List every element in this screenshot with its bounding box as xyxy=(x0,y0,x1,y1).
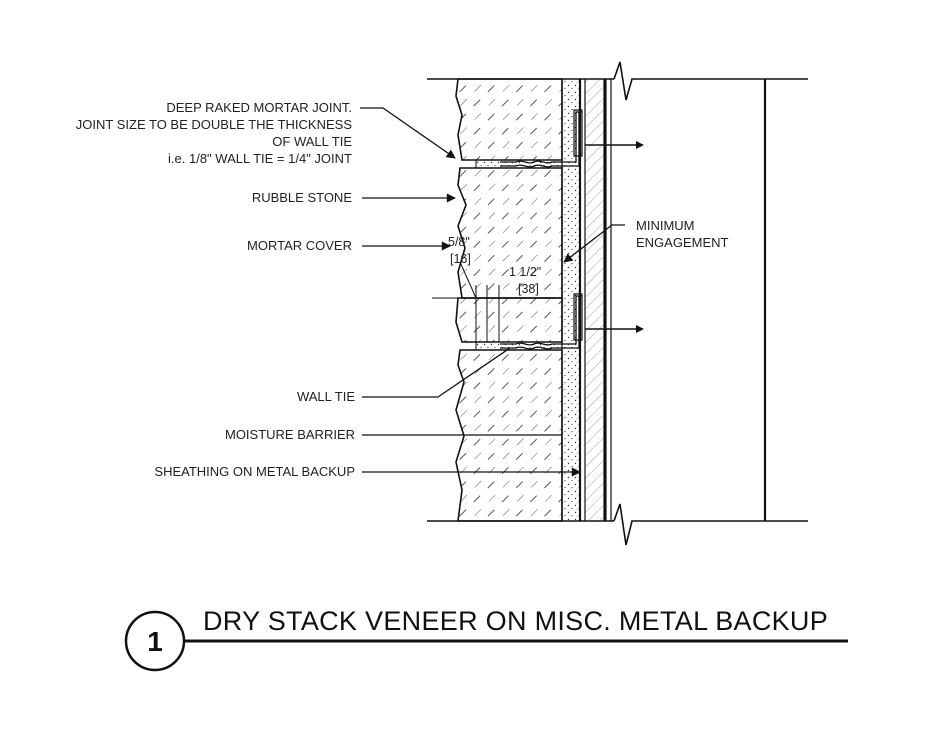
detail-title-block xyxy=(124,610,848,672)
detail-number: 1 xyxy=(147,626,163,657)
dim-cover-value: 5/8" xyxy=(448,235,470,249)
leader-lines xyxy=(360,107,625,477)
dim-engagement-value: 1 1/2" xyxy=(509,265,541,279)
dim-engagement-metric: [38] xyxy=(518,282,539,296)
stone-top xyxy=(455,78,563,161)
callout-rubble-stone: RUBBLE STONE xyxy=(252,190,353,205)
callout-mortar-cover: MORTAR COVER xyxy=(247,238,352,253)
wall-tie-lower xyxy=(500,293,644,350)
dim-cover-metric: [16] xyxy=(450,252,471,266)
stone-upper-mid xyxy=(457,167,563,299)
stone-lower-mid xyxy=(455,297,563,343)
mortar-backing xyxy=(561,79,582,521)
callout-deep-raked-line4: i.e. 1/8" WALL TIE = 1/4" JOINT xyxy=(168,151,352,166)
mortar-joints xyxy=(475,160,562,350)
callout-wall-tie: WALL TIE xyxy=(297,389,355,404)
callout-deep-raked-line3: OF WALL TIE xyxy=(272,134,352,149)
callout-minimum-engagement-line2: ENGAGEMENT xyxy=(636,235,729,250)
dimension-marks xyxy=(432,261,562,342)
detail-title: DRY STACK VENEER ON MISC. METAL BACKUP xyxy=(203,606,828,636)
backup-wall-layers xyxy=(584,79,612,521)
callout-deep-raked-line1: DEEP RAKED MORTAR JOINT. xyxy=(166,100,352,115)
rubble-stones xyxy=(455,78,563,522)
callout-moisture-barrier: MOISTURE BARRIER xyxy=(225,427,355,442)
callout-minimum-engagement-line1: MINIMUM xyxy=(636,218,695,233)
wall-tie-upper xyxy=(500,109,644,168)
callout-sheathing: SHEATHING ON METAL BACKUP xyxy=(154,464,355,479)
callout-deep-raked-line2: JOINT SIZE TO BE DOUBLE THE THICKNESS xyxy=(76,117,353,132)
